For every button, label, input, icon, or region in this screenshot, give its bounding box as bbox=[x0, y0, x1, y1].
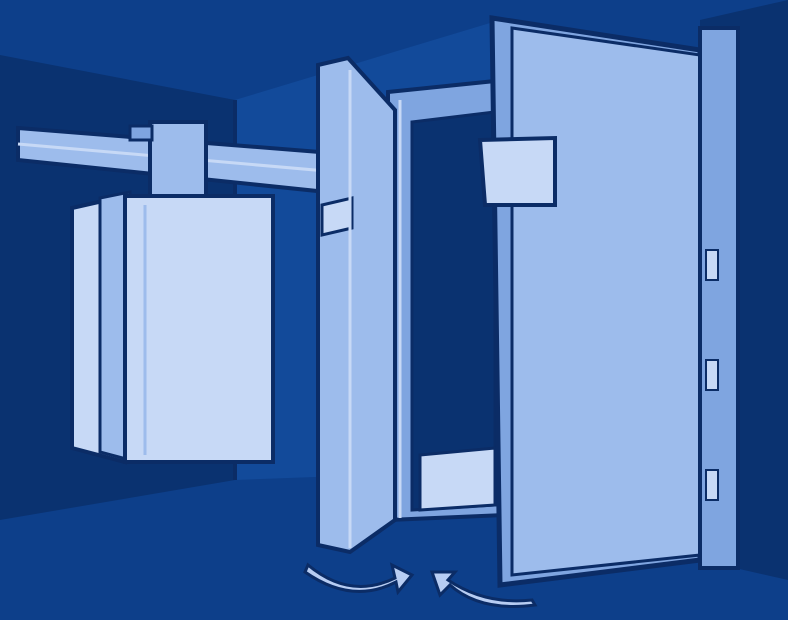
main-door bbox=[480, 18, 738, 585]
door-icon bbox=[318, 58, 395, 552]
hanging-carcass-icon bbox=[72, 192, 273, 462]
